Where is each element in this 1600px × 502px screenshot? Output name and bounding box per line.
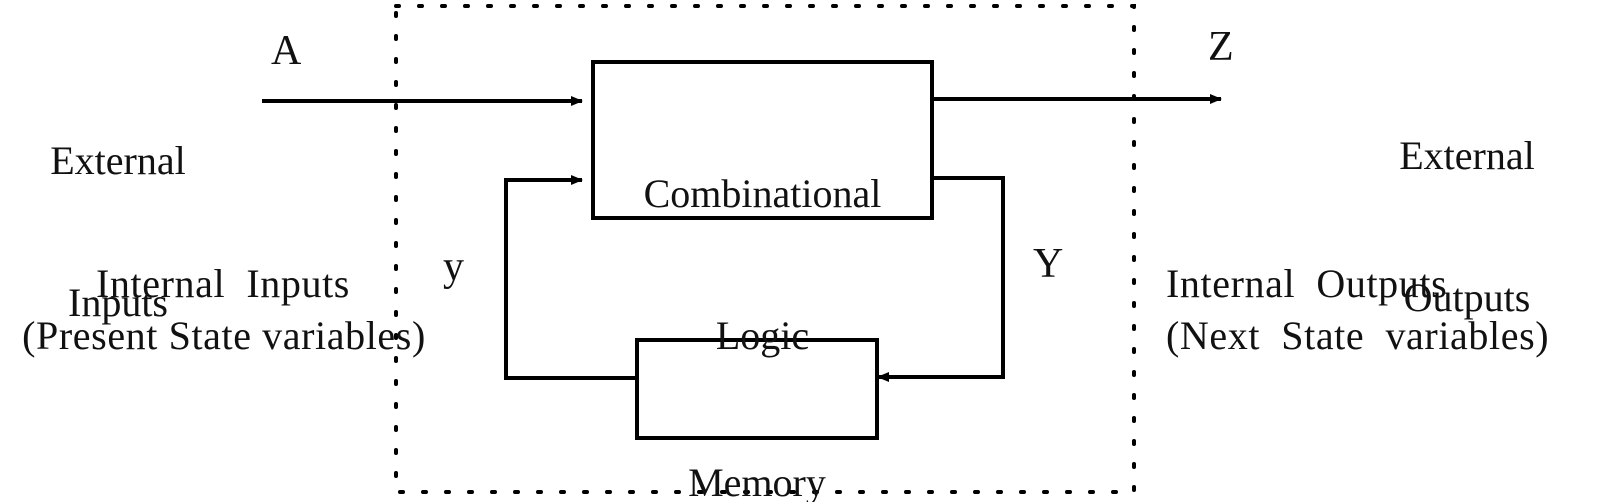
external-inputs-line2: Inputs: [68, 279, 168, 325]
sequential-circuit-boundary: [394, 4, 1136, 494]
internal-inputs-sublabel: (Present State variables): [0, 293, 432, 378]
combinational-logic-label-line1: Combinational: [643, 171, 882, 217]
internal-inputs-line1: Internal Inputs: [96, 260, 350, 306]
memory-label: Memory: [637, 365, 877, 502]
internal-output-feedback-path: [877, 176, 1005, 382]
internal-outputs-line2: (Next State variables): [1166, 312, 1550, 358]
internal-inputs-line2: (Present State variables): [22, 312, 426, 358]
internal-outputs-sublabel: (Next State variables): [1150, 293, 1600, 378]
combinational-logic-label: Combinational Logic: [593, 76, 932, 454]
external-outputs-line1: External: [1399, 133, 1535, 179]
signal-label-a: A: [271, 28, 302, 74]
memory-block: [635, 338, 879, 440]
external-inputs-label: External Inputs: [18, 43, 218, 421]
combinational-logic-block: [591, 60, 934, 220]
internal-inputs-label: Internal Inputs: [0, 241, 430, 326]
internal-input-feedback-path: [504, 175, 637, 380]
internal-outputs-label: Internal Outputs: [1150, 241, 1600, 326]
internal-outputs-line1: Internal Outputs: [1166, 260, 1448, 306]
signal-label-y-lower: y: [443, 244, 464, 290]
memory-label-line1: Memory: [688, 460, 826, 502]
combinational-logic-label-line2: Logic: [715, 312, 810, 358]
external-outputs-line2: Outputs: [1403, 274, 1531, 320]
external-inputs-line1: External: [50, 138, 186, 184]
signal-label-z: Z: [1208, 24, 1234, 70]
external-outputs-label: External Outputs: [1362, 38, 1572, 416]
signal-label-y-upper: Y: [1033, 241, 1064, 287]
